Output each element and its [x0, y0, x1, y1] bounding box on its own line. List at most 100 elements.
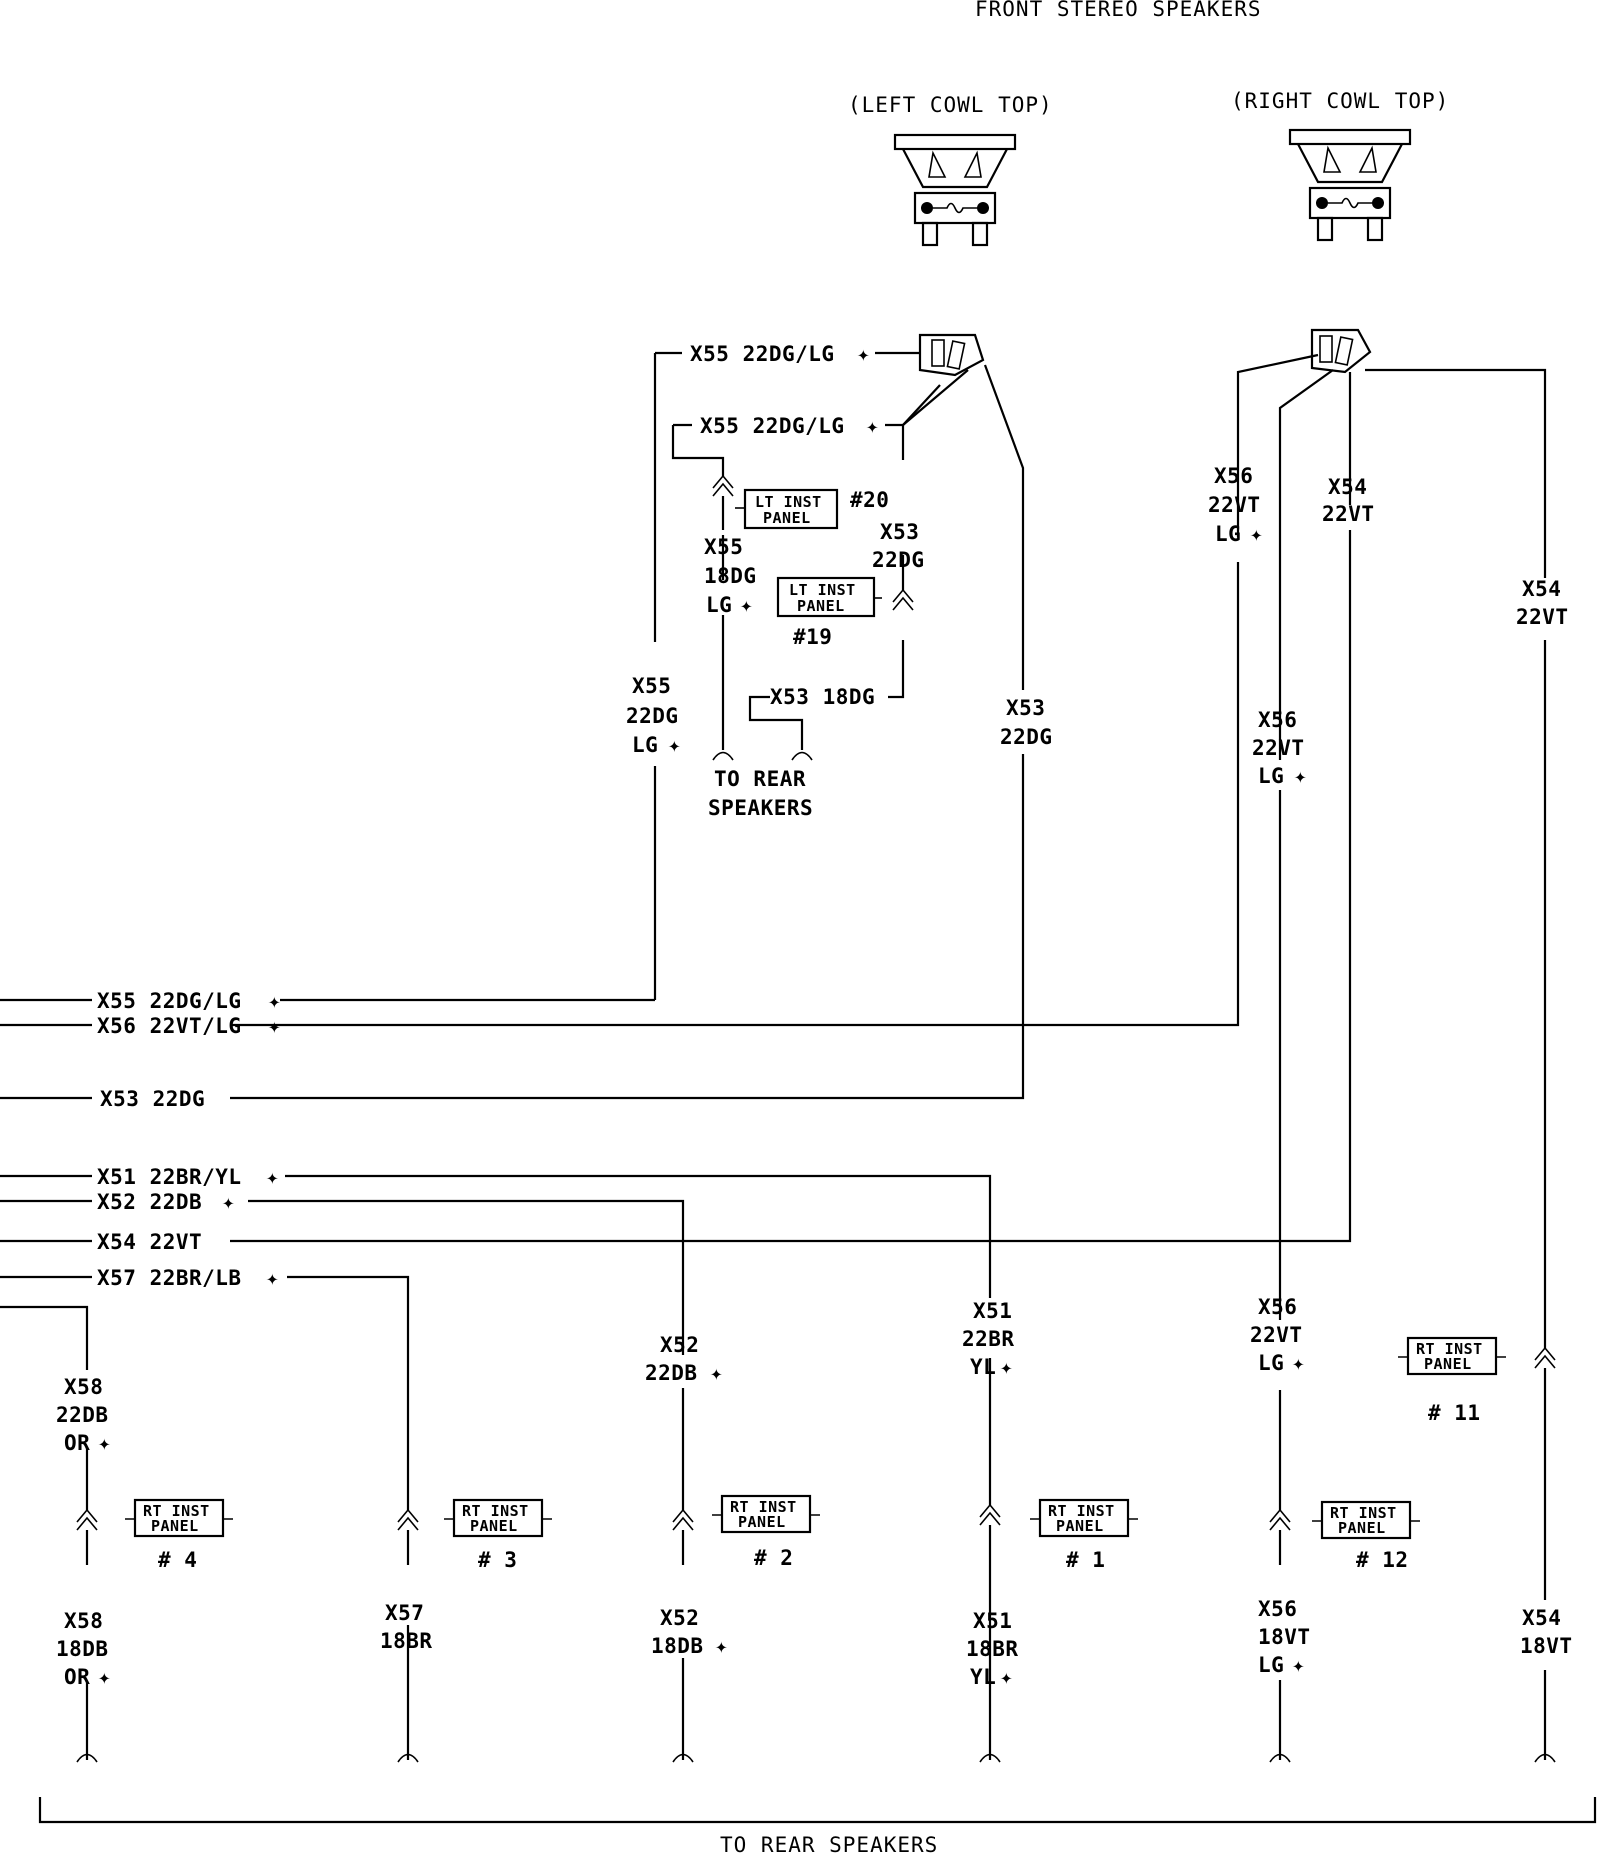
x52-top-label: X52 22DB ✦: [645, 1333, 723, 1385]
svg-text:LT INST: LT INST: [789, 581, 856, 599]
svg-text:LG: LG: [632, 733, 658, 757]
svg-text:X55: X55: [704, 535, 743, 559]
svg-text:X54 22VT: X54 22VT: [97, 1230, 202, 1254]
svg-text:X56: X56: [1214, 464, 1253, 488]
svg-text:X51: X51: [973, 1609, 1012, 1633]
x57-bottom-label: X57 18BR: [380, 1601, 433, 1653]
svg-text:# 3: # 3: [478, 1548, 517, 1572]
svg-text:# 4: # 4: [158, 1548, 197, 1572]
svg-text:✦: ✦: [98, 1431, 111, 1455]
svg-text:22VT: 22VT: [1322, 502, 1375, 526]
lt-inst-panel-20: LT INST PANEL #20: [712, 475, 889, 530]
svg-text:X51: X51: [973, 1299, 1012, 1323]
left-speaker-icon: [893, 133, 1017, 247]
svg-text:✦: ✦: [1250, 522, 1263, 546]
svg-text:22DB: 22DB: [645, 1361, 698, 1385]
svg-text:18DG: 18DG: [704, 564, 757, 588]
svg-text:LG: LG: [1258, 1653, 1284, 1677]
x51-bottom-label: X51 18BR YL ✦: [966, 1609, 1019, 1689]
inline-to-rear-label: TO REAR SPEAKERS: [708, 767, 813, 820]
svg-text:YL: YL: [970, 1665, 996, 1689]
svg-text:X58: X58: [64, 1375, 103, 1399]
front-speakers-heading: FRONT STEREO SPEAKERS: [975, 0, 1262, 21]
svg-text:X56 22VT/LG: X56 22VT/LG: [97, 1014, 242, 1038]
svg-text:X53: X53: [1006, 696, 1045, 720]
svg-text:X54: X54: [1522, 577, 1561, 601]
svg-text:PANEL: PANEL: [470, 1517, 518, 1535]
svg-text:✦: ✦: [710, 1361, 723, 1385]
svg-text:✦: ✦: [668, 733, 681, 757]
svg-text:OR: OR: [64, 1665, 90, 1689]
svg-text:X55: X55: [632, 674, 671, 698]
svg-text:X55 22DG/LG: X55 22DG/LG: [97, 989, 242, 1013]
x54-drop-bottom-label: X54 18VT: [1520, 1606, 1572, 1658]
svg-text:PANEL: PANEL: [151, 1517, 199, 1535]
svg-text:✦: ✦: [740, 593, 753, 617]
svg-text:RT INST: RT INST: [730, 1498, 797, 1516]
svg-text:LG: LG: [1258, 1351, 1284, 1375]
svg-text:LG: LG: [1258, 764, 1284, 788]
svg-text:X52 22DB: X52 22DB: [97, 1190, 202, 1214]
svg-text:18BR: 18BR: [966, 1637, 1019, 1661]
svg-text:LT INST: LT INST: [755, 493, 822, 511]
svg-text:RT INST: RT INST: [1048, 1502, 1115, 1520]
svg-text:PANEL: PANEL: [797, 597, 845, 615]
svg-text:✦: ✦: [1292, 1653, 1305, 1677]
x53-18-label: X53 18DG: [770, 685, 875, 709]
rt-inst-panel-4: RT INST PANEL # 4: [76, 1498, 233, 1572]
x58-bottom-label: X58 18DB OR ✦: [56, 1609, 111, 1689]
x55-vertical-label: X55 22DG LG ✦: [626, 674, 681, 757]
svg-text:X58: X58: [64, 1609, 103, 1633]
svg-text:✦: ✦: [857, 342, 870, 366]
svg-text:OR: OR: [64, 1431, 90, 1455]
svg-text:LG: LG: [706, 593, 732, 617]
inline-rear-speaker-terminals: [712, 751, 813, 761]
left-speaker-label: (LEFT COWL TOP): [848, 93, 1053, 117]
svg-text:22VT: 22VT: [1516, 605, 1569, 629]
x53-22-label: X53 22DG: [872, 520, 924, 572]
rt-inst-panel-2: RT INST PANEL # 2: [672, 1494, 820, 1570]
x55-18-label: X55 18DG LG ✦: [704, 535, 757, 617]
svg-text:✦: ✦: [266, 1266, 279, 1290]
svg-text:TO REAR: TO REAR: [714, 767, 806, 791]
svg-text:X53 18DG: X53 18DG: [770, 685, 875, 709]
x54-top-label: X54 22VT: [1322, 475, 1375, 526]
x56-top-label: X56 22VT LG ✦: [1208, 464, 1263, 546]
svg-text:✦: ✦: [1292, 1351, 1305, 1375]
svg-text:✦: ✦: [715, 1634, 728, 1658]
svg-text:SPEAKERS: SPEAKERS: [708, 796, 813, 820]
svg-text:# 12: # 12: [1356, 1548, 1409, 1572]
svg-text:PANEL: PANEL: [1338, 1519, 1386, 1537]
svg-text:18BR: 18BR: [380, 1629, 433, 1653]
svg-text:RT INST: RT INST: [143, 1502, 210, 1520]
svg-text:✦: ✦: [98, 1665, 111, 1689]
lt-inst-panel-19: LT INST PANEL #19: [776, 576, 914, 649]
left-speaker-connector: [918, 333, 985, 377]
svg-text:PANEL: PANEL: [738, 1513, 786, 1531]
svg-text:X55 22DG/LG: X55 22DG/LG: [690, 342, 835, 366]
svg-text:22DB: 22DB: [56, 1403, 109, 1427]
svg-text:22DG: 22DG: [626, 704, 679, 728]
svg-text:X53 22DG: X53 22DG: [100, 1087, 205, 1111]
svg-text:✦: ✦: [1000, 1665, 1013, 1689]
svg-text:PANEL: PANEL: [1424, 1355, 1472, 1373]
harness-x51-label: X51 22BR/YL ✦: [97, 1165, 279, 1189]
svg-text:22VT: 22VT: [1250, 1323, 1303, 1347]
svg-text:✦: ✦: [222, 1190, 235, 1214]
svg-text:✦: ✦: [268, 1014, 281, 1038]
right-speaker-label: (RIGHT COWL TOP): [1231, 89, 1449, 113]
harness-x56-label: X56 22VT/LG ✦: [97, 1014, 281, 1038]
svg-text:PANEL: PANEL: [1056, 1517, 1104, 1535]
svg-text:18VT: 18VT: [1258, 1625, 1311, 1649]
svg-text:RT INST: RT INST: [1416, 1340, 1483, 1358]
svg-text:X51 22BR/YL: X51 22BR/YL: [97, 1165, 242, 1189]
x51-top-label: X51 22BR YL ✦: [962, 1299, 1015, 1379]
svg-text:22BR: 22BR: [962, 1327, 1015, 1351]
svg-text:X57: X57: [385, 1601, 424, 1625]
harness-wires: [0, 998, 1547, 1760]
svg-text:#19: #19: [793, 625, 832, 649]
right-speaker-icon: [1288, 128, 1412, 242]
svg-text:✦: ✦: [266, 1165, 279, 1189]
svg-text:X52: X52: [660, 1333, 699, 1357]
